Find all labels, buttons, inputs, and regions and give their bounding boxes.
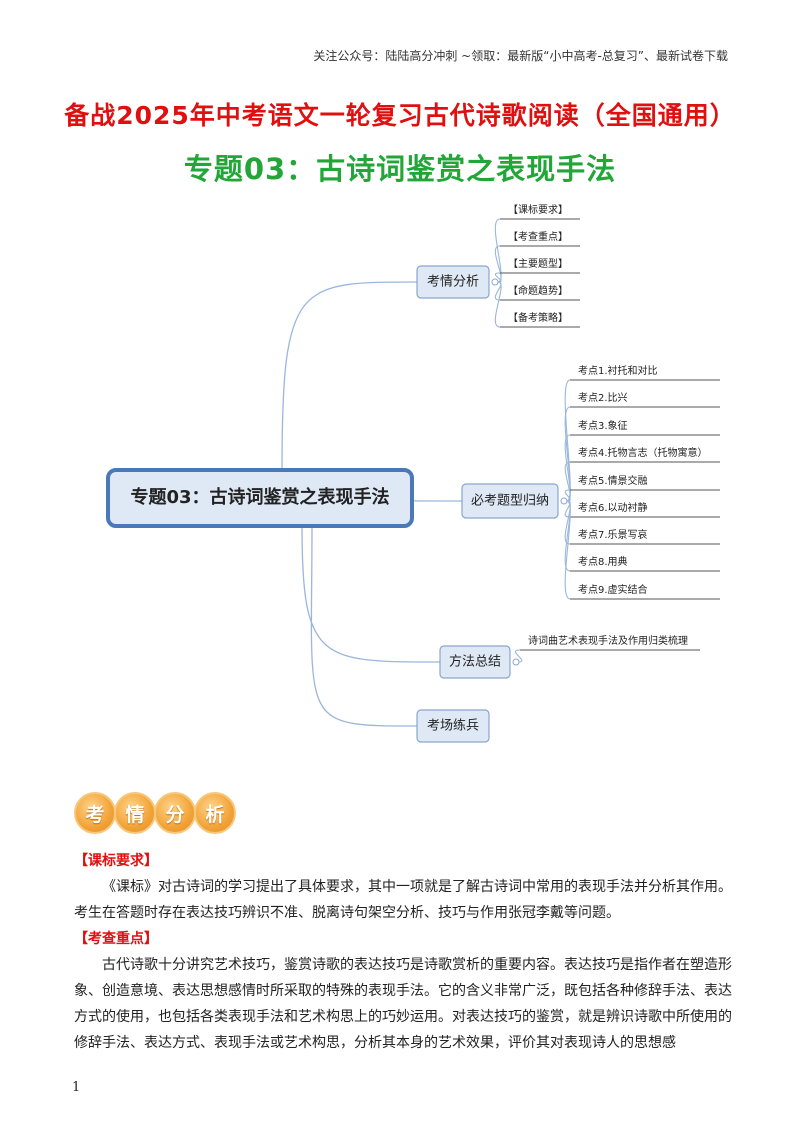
mindmap-branch-node bbox=[416, 265, 490, 299]
mindmap-leaf-connector bbox=[564, 461, 571, 502]
badge-char: 分 bbox=[154, 792, 196, 834]
section-paragraph: 《课标》对古诗词的学习提出了具体要求，其中一项就是了解古诗词中常用的表现手法并分… bbox=[74, 879, 732, 921]
mindmap-branch-node bbox=[439, 645, 511, 679]
mindmap-root-node bbox=[106, 468, 414, 528]
mindmap-branch-label: 考情分析 bbox=[427, 275, 479, 290]
mindmap-leaf-label: 考点9.虚实结合 bbox=[578, 583, 648, 596]
mindmap-junction-dot bbox=[491, 278, 499, 286]
mindmap-leaf-label: 【考查重点】 bbox=[508, 230, 568, 243]
mindmap-branch-label: 考场练兵 bbox=[427, 719, 479, 734]
mindmap-leaf-label: 考点2.比兴 bbox=[578, 392, 628, 404]
badge-char: 考 bbox=[74, 792, 116, 834]
mind-map: 专题03：古诗词鉴赏之表现手法 考情分析 【课标要求】【考查重点】【主要题型】【命题… bbox=[106, 204, 720, 743]
mindmap-connector bbox=[310, 525, 418, 727]
mindmap-leaf-label: 【课标要求】 bbox=[508, 204, 568, 216]
section-badge: 考 情 分 析 bbox=[74, 792, 236, 836]
mindmap-leaf-label: 考点8.用典 bbox=[578, 555, 628, 568]
mindmap-junction-dot bbox=[512, 658, 520, 666]
section-heading: 【考查重点】 bbox=[74, 931, 158, 947]
document-title: 备战2025年中考语文一轮复习古代诗歌阅读（全国通用） bbox=[64, 101, 736, 130]
mindmap-leaf-connector bbox=[564, 500, 571, 600]
mindmap-leaf-label: 【主要题型】 bbox=[508, 257, 568, 270]
mindmap-root-label: 专题03：古诗词鉴赏之表现手法 bbox=[130, 486, 389, 508]
mindmap-leaf-label: 考点5.情景交融 bbox=[578, 474, 648, 487]
mindmap-leaf-connector bbox=[514, 649, 523, 663]
mindmap-branch-node bbox=[461, 483, 559, 519]
badge-char: 析 bbox=[194, 792, 236, 834]
mindmap-leaf-label: 考点4.托物言志（托物寓意） bbox=[578, 446, 708, 459]
mindmap-leaf-label: 考点6.以动衬静 bbox=[578, 501, 648, 514]
mindmap-leaf-label: 考点3.象征 bbox=[578, 420, 628, 432]
mindmap-connector bbox=[301, 525, 441, 663]
mindmap-leaf-label: 诗词曲艺术表现手法及作用归类梳理 bbox=[528, 634, 688, 647]
document-subtitle: 专题03：古诗词鉴赏之表现手法 bbox=[183, 152, 617, 186]
mindmap-junction-dot bbox=[560, 497, 568, 505]
badge-char: 情 bbox=[114, 792, 156, 834]
header-note: 关注公众号：陆陆高分冲刺 ~领取：最新版“小中高考-总复习”、最新试卷下载 bbox=[313, 49, 728, 63]
mindmap-leaf-label: 考点7.乐景写哀 bbox=[578, 528, 648, 541]
mindmap-leaf-label: 【命题趋势】 bbox=[508, 284, 568, 297]
mindmap-leaf-label: 考点1.衬托和对比 bbox=[578, 364, 658, 377]
mindmap-branch-label: 方法总结 bbox=[449, 654, 501, 670]
page-number: 1 bbox=[72, 1080, 81, 1095]
mindmap-connector bbox=[281, 281, 418, 471]
section-heading: 【课标要求】 bbox=[74, 853, 158, 869]
mindmap-leaf-connector bbox=[494, 281, 502, 328]
mindmap-leaf-label: 【备考策略】 bbox=[508, 311, 568, 324]
section-paragraph: 古代诗歌十分讲究艺术技巧，鉴赏诗歌的表达技巧是诗歌赏析的重要内容。表达技巧是指作… bbox=[74, 957, 732, 1051]
mindmap-branch-node bbox=[416, 709, 490, 743]
mindmap-leaf-connector bbox=[494, 245, 502, 283]
mindmap-branch-label: 必考题型归纳 bbox=[471, 494, 549, 509]
